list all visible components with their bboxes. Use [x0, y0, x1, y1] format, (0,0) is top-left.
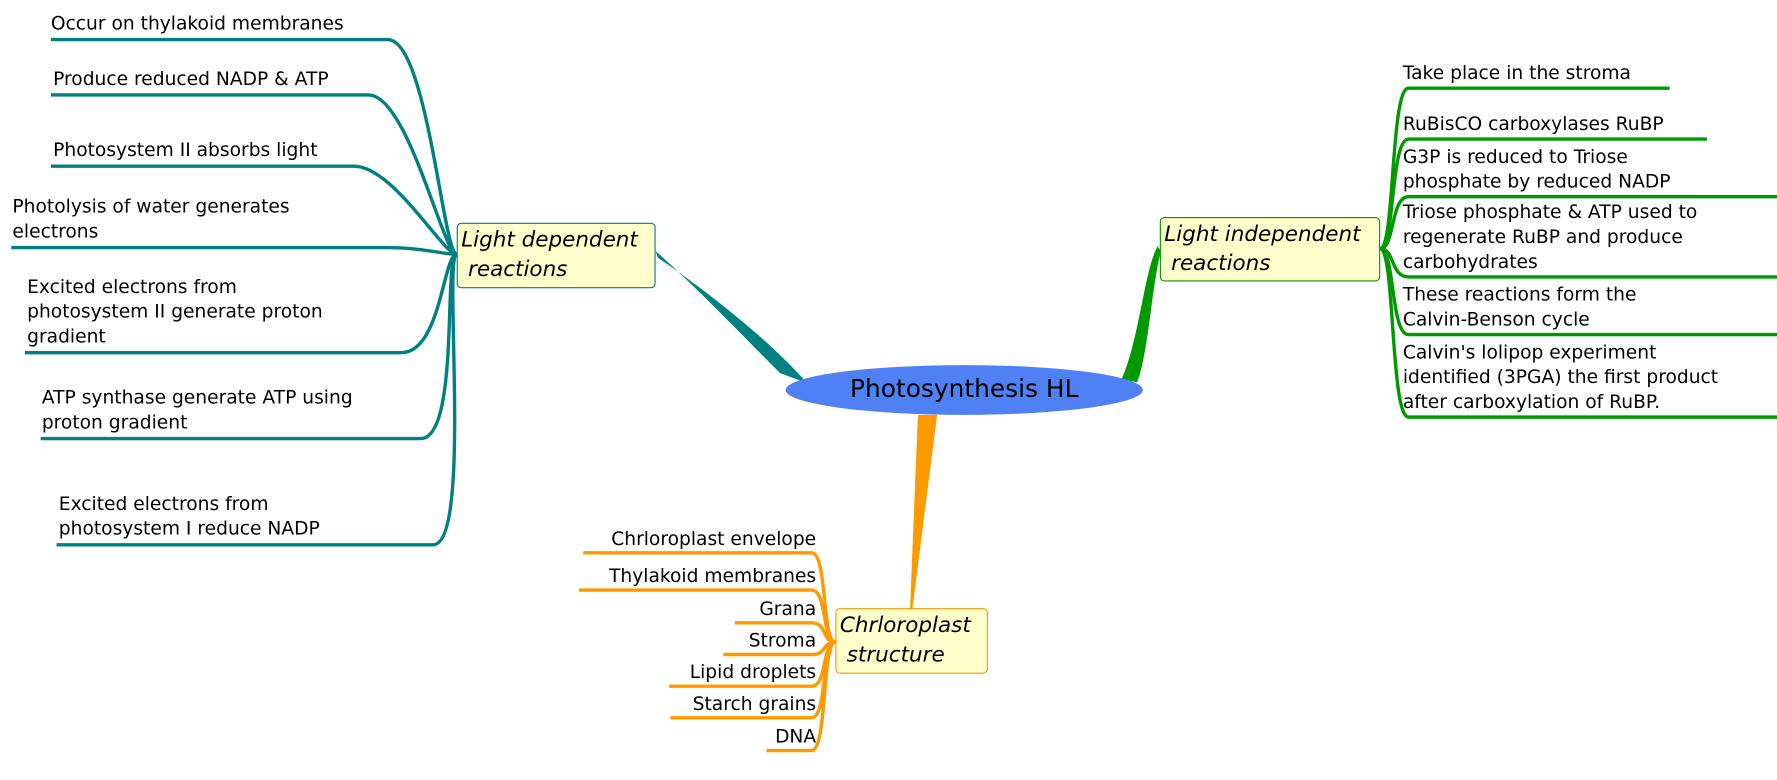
- subtopic-text-line: after carboxylation of RuBP.: [1402, 391, 1661, 413]
- subtopic-chloroplast[interactable]: Lipid droplets: [690, 660, 816, 685]
- subtopic-text-line: Thylakoid membranes: [609, 565, 817, 587]
- subtopic-text-line: Excited electrons from: [27, 275, 237, 298]
- topic-light-dependent-reactions[interactable]: Light dependent reactions: [456, 222, 656, 289]
- central-topic[interactable]: Photosynthesis HL: [849, 375, 1079, 404]
- subtopic-light-independent[interactable]: Triose phosphate & ATP used to regenerate…: [1403, 200, 1698, 275]
- subtopic-text-line: RuBisCO carboxylases RuBP: [1402, 113, 1664, 135]
- subtopic-text-line: gradient: [27, 325, 106, 348]
- subtopic-light-dependent[interactable]: Photosystem II absorbs light: [53, 138, 317, 163]
- subtopic-text-line: G3P is reduced to Triose: [1402, 145, 1628, 168]
- branch-connector-chloroplast: [909, 414, 938, 611]
- subtopic-connector: [56, 252, 459, 547]
- subtopic-text-line: DNA: [775, 725, 817, 748]
- topic-title-line: Light dependent: [461, 227, 638, 253]
- topic-title-line: Light independent: [1164, 221, 1361, 247]
- topic-title-line: structure: [839, 642, 945, 667]
- branch-connector-light-dependent: [655, 250, 808, 384]
- subtopic-text-line: Produce reduced NADP & ATP: [53, 67, 329, 90]
- subtopic-connector: [1378, 246, 1777, 419]
- subtopic-chloroplast[interactable]: Chrloroplast envelope: [611, 527, 816, 552]
- subtopic-text-line: regenerate RuBP and produce: [1402, 226, 1683, 248]
- central-topic-ellipse: [785, 365, 1143, 415]
- branch-connector-light-independent: [1121, 246, 1161, 383]
- subtopic-connector: [50, 93, 458, 257]
- subtopic-connector: [11, 245, 457, 257]
- subtopic-text-line: ATP synthase generate ATP using: [41, 386, 353, 409]
- subtopic-text-line: Photolysis of water generates: [12, 195, 290, 218]
- subtopic-connector: [766, 640, 837, 753]
- subtopic-connector: [1379, 194, 1777, 251]
- subtopic-light-independent[interactable]: RuBisCO carboxylases RuBP: [1403, 112, 1664, 137]
- topic-title-line: reactions: [461, 256, 568, 282]
- subtopic-text-line: phosphate by reduced NADP: [1402, 170, 1671, 193]
- subtopic-text-line: Calvin's lolipop experiment: [1402, 341, 1657, 363]
- subtopic-connector: [24, 252, 458, 355]
- subtopic-text-line: Stroma: [748, 629, 817, 652]
- subtopic-text-line: Excited electrons from: [58, 492, 269, 515]
- subtopic-chloroplast[interactable]: Grana: [759, 597, 816, 622]
- topic-light-independent-reactions[interactable]: Light independent reactions: [1159, 217, 1381, 282]
- subtopic-text-line: These reactions form the: [1402, 283, 1637, 306]
- subtopic-text-line: identified (3PGA) the first product: [1402, 366, 1719, 388]
- subtopic-text-line: carbohydrates: [1402, 250, 1538, 273]
- topic-chloroplast-structure[interactable]: Chrloroplast structure: [835, 608, 988, 674]
- subtopic-text-line: Occur on thylakoid membranes: [50, 12, 344, 34]
- subtopic-chloroplast[interactable]: Stroma: [749, 629, 816, 654]
- subtopic-light-dependent[interactable]: Produce reduced NADP & ATP: [53, 67, 328, 92]
- subtopic-chloroplast[interactable]: Starch grains: [693, 692, 817, 717]
- subtopic-text-line: photosystem II generate proton: [27, 300, 323, 323]
- subtopic-text-line: Lipid droplets: [689, 661, 817, 683]
- subtopic-text-line: Triose phosphate & ATP used to: [1402, 201, 1698, 223]
- subtopic-text-line: Take place in the stroma: [1402, 62, 1631, 84]
- subtopic-chloroplast[interactable]: DNA: [775, 725, 816, 750]
- subtopic-text-line: photosystem I reduce NADP: [58, 517, 320, 540]
- topic-title-line: reactions: [1164, 250, 1271, 276]
- subtopic-light-dependent[interactable]: Occur on thylakoid membranes: [51, 11, 344, 36]
- subtopic-text-line: proton gradient: [41, 411, 188, 433]
- subtopic-connector: [1379, 137, 1707, 251]
- subtopic-chloroplast[interactable]: Thylakoid membranes: [609, 564, 816, 589]
- topic-title-line: Chrloroplast: [839, 612, 971, 638]
- subtopic-text-line: electrons: [12, 220, 99, 242]
- subtopic-connector: [50, 37, 459, 257]
- subtopic-text-line: Photosystem II absorbs light: [53, 139, 318, 161]
- subtopic-text-line: Chrloroplast envelope: [611, 527, 817, 550]
- subtopic-text-line: Grana: [759, 597, 817, 620]
- subtopic-text-line: Starch grains: [692, 692, 817, 715]
- subtopic-text-line: Calvin-Benson cycle: [1402, 308, 1590, 331]
- subtopic-light-independent[interactable]: Take place in the stroma: [1403, 61, 1631, 86]
- subtopic-connector: [50, 164, 458, 257]
- subtopic-light-independent[interactable]: Calvin's lolipop experiment identified (3…: [1403, 340, 1718, 415]
